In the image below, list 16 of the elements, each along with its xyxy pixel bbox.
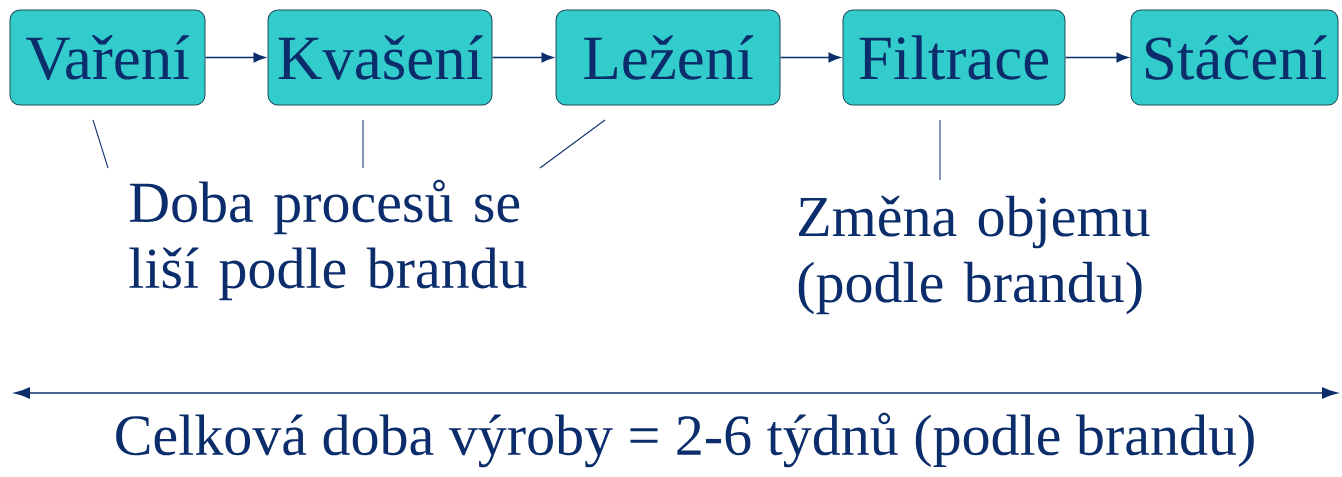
process-box: Vaření [9, 9, 206, 106]
process-box: Ležení [555, 9, 781, 106]
arrow [204, 52, 266, 63]
process-box: Filtrace [842, 9, 1066, 106]
duration-label: Celková doba výroby = 2-6 týdnů (podle brandu) [116, 412, 1254, 468]
leader-line [539, 119, 606, 169]
process-box: Kvašení [267, 9, 493, 106]
arrow [491, 52, 554, 63]
arrow [1064, 52, 1129, 63]
arrow [779, 52, 841, 63]
leader-line [362, 119, 364, 169]
note-text: Doba procesů se liší podle brandu [129, 179, 527, 301]
leader-line [92, 119, 109, 169]
process-box: Stáčení [1130, 9, 1339, 106]
leader-line [939, 119, 941, 181]
note-text: Změna objemu (podle brandu) [798, 195, 1150, 315]
